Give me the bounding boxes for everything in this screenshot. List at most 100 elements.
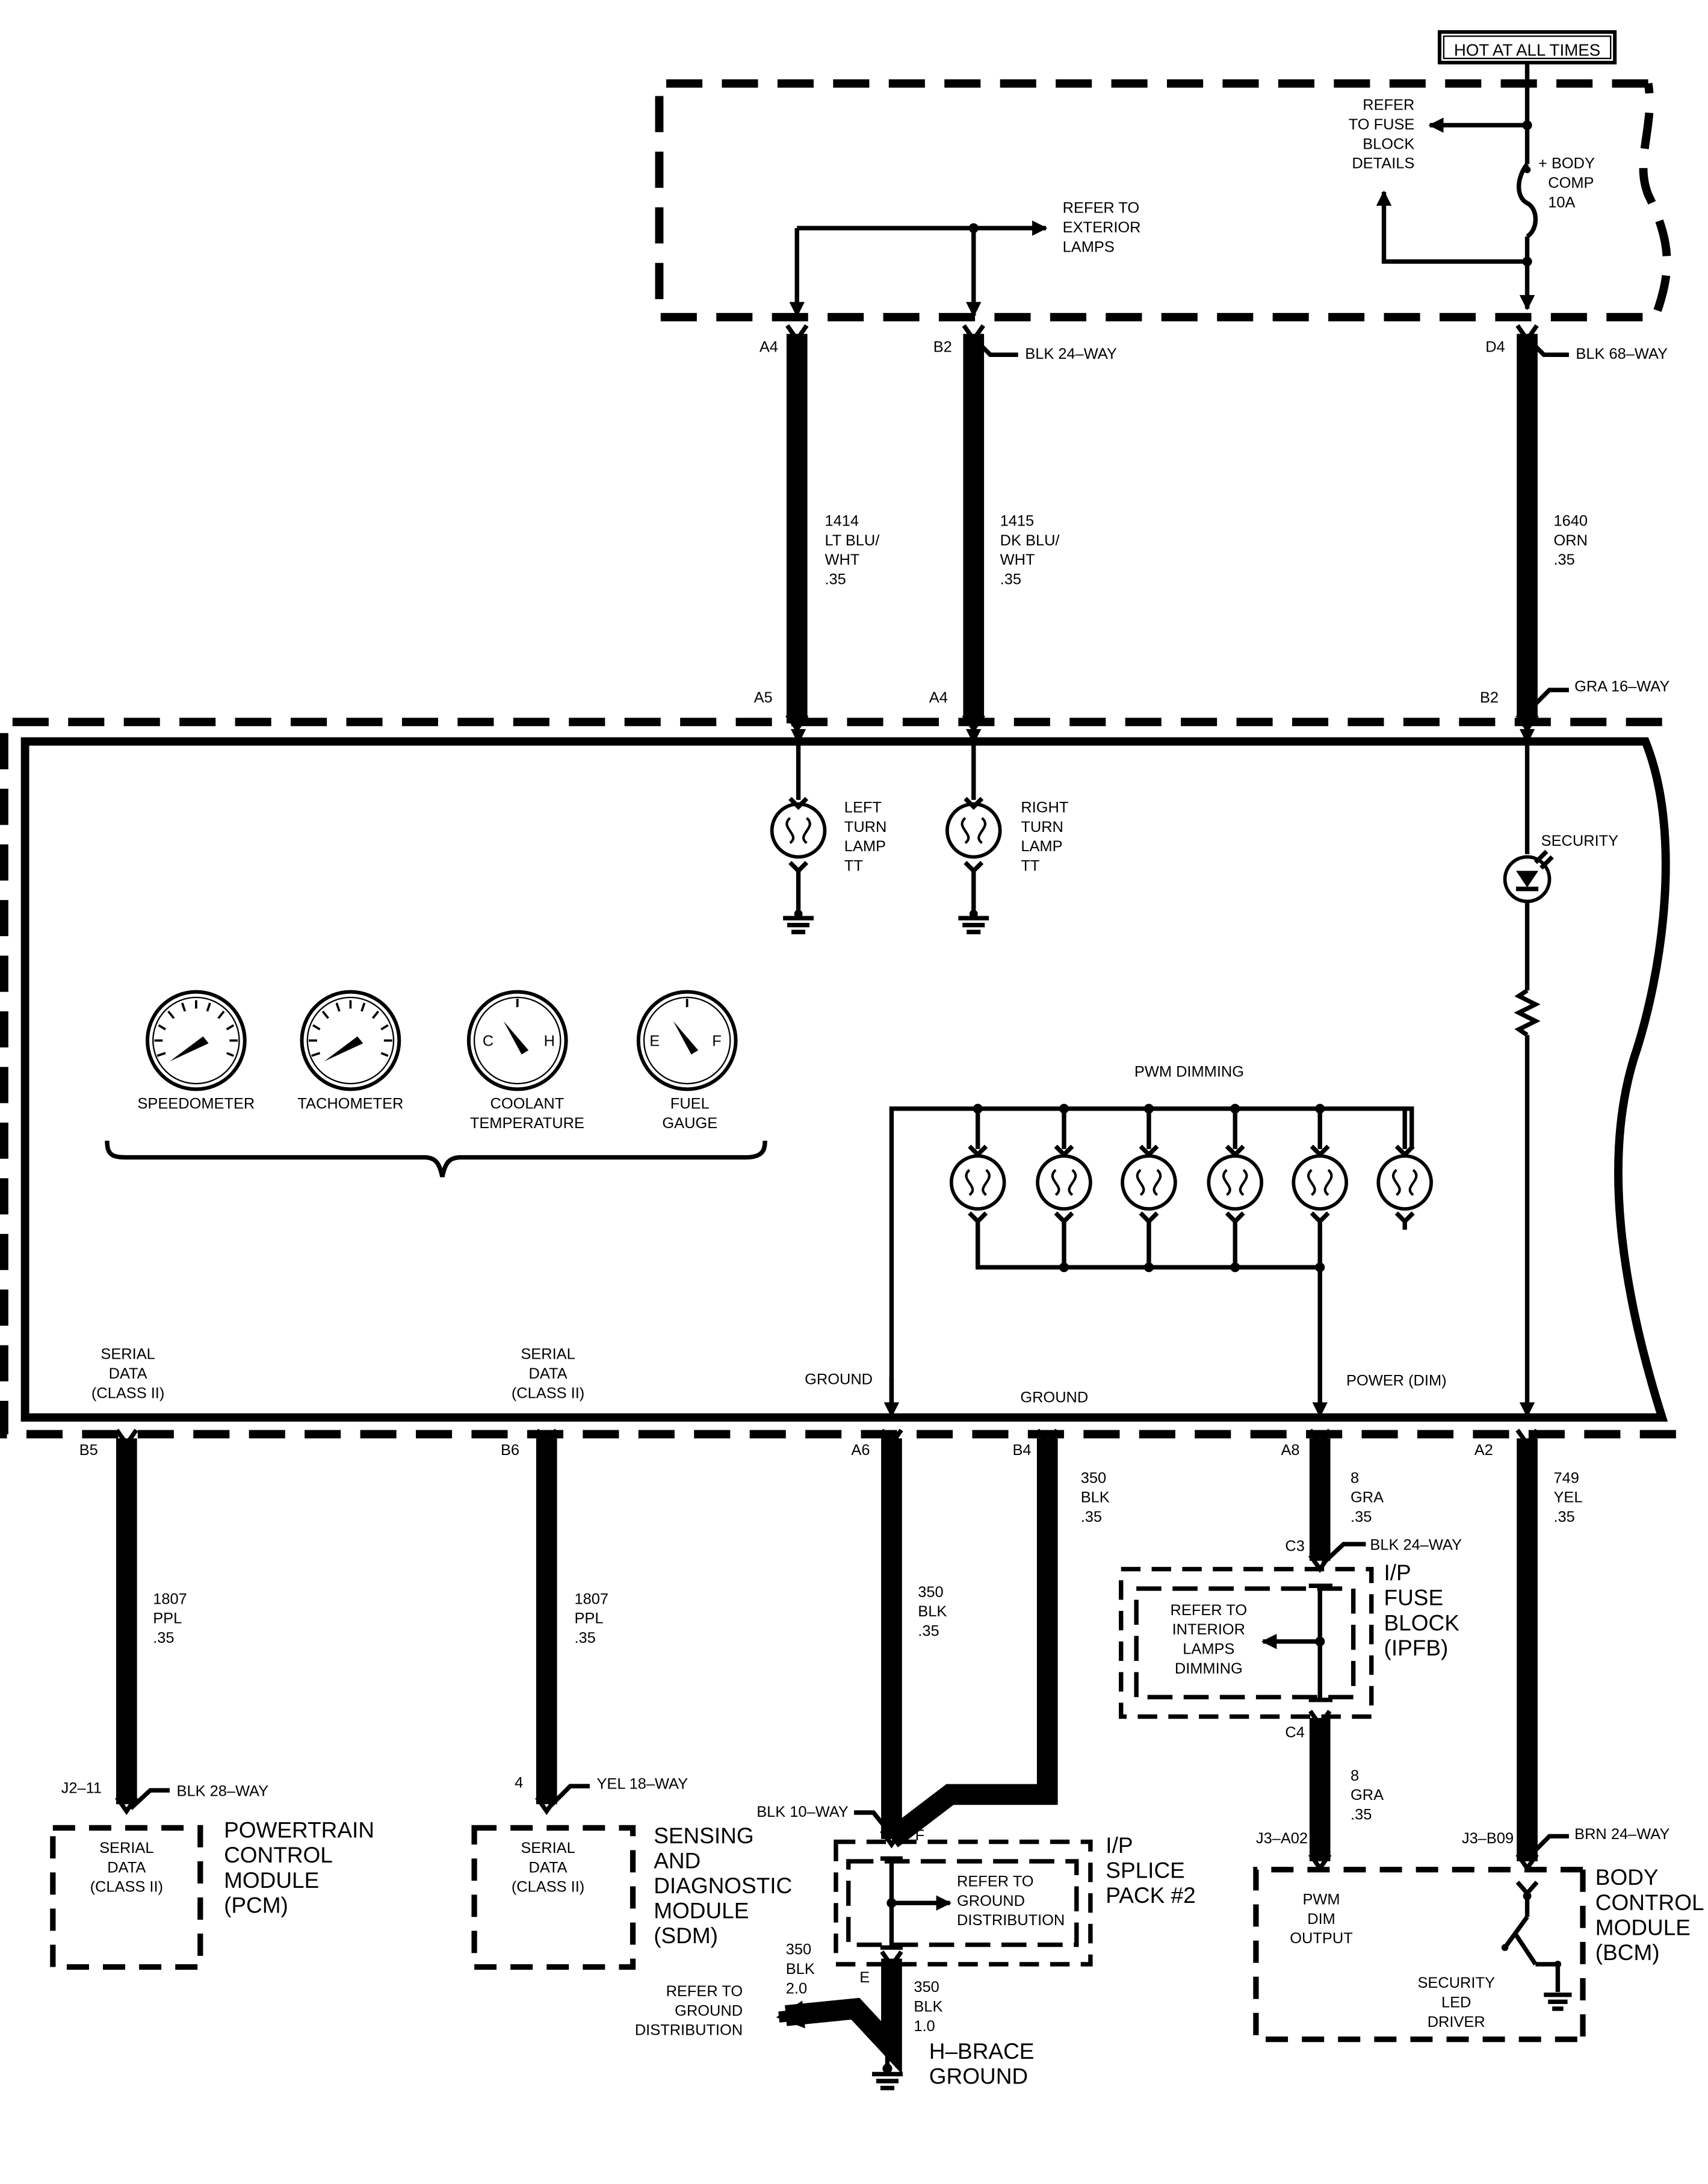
gd-ref-line3: DISTRIBUTION bbox=[635, 2022, 743, 2039]
left-lamp-line2: TURN bbox=[844, 819, 887, 836]
coolant-c-label: C bbox=[483, 1033, 494, 1050]
exterior-ref-line2: EXTERIOR bbox=[1063, 219, 1141, 236]
ipfb-refer-line1: REFER TO bbox=[1171, 1602, 1248, 1619]
conn-blk24-top: BLK 24–WAY bbox=[1025, 346, 1117, 362]
pcm-name-line1: POWERTRAIN bbox=[224, 1818, 374, 1843]
w749-line2: YEL bbox=[1553, 1489, 1582, 1506]
bcm-sec-line1: SECURITY bbox=[1417, 1975, 1495, 1991]
right-turn-lamp bbox=[945, 729, 1002, 934]
right-lamp-line3: LAMP bbox=[1021, 838, 1062, 855]
sdm-pin: 4 bbox=[515, 1774, 523, 1791]
ipfb-box bbox=[1119, 1566, 1374, 1719]
instrument-cluster-outline-dashed bbox=[0, 718, 1676, 1439]
w1640-line1: 1640 bbox=[1553, 512, 1588, 529]
conn-a8: A8 bbox=[1281, 1442, 1300, 1459]
serial2-line1: SERIAL bbox=[521, 1346, 575, 1363]
ground1-label: GROUND bbox=[805, 1371, 873, 1388]
w1640-line3: .35 bbox=[1553, 551, 1574, 568]
conn-b2-cluster: B2 bbox=[1480, 689, 1499, 706]
pcm-box-line1: SERIAL bbox=[99, 1840, 153, 1857]
conn-a4-cluster: A4 bbox=[929, 689, 948, 706]
w350b4-line3: .35 bbox=[1081, 1509, 1102, 1525]
splice-refer-line2: GROUND bbox=[957, 1893, 1025, 1909]
pcm-conn: BLK 28–WAY bbox=[177, 1782, 269, 1799]
pcm-pin: J2–11 bbox=[61, 1780, 102, 1797]
left-lamp-line1: LEFT bbox=[844, 799, 882, 816]
w1414-line2: LT BLU/ bbox=[825, 532, 880, 549]
sdm-name-line3: DIAGNOSTIC bbox=[654, 1873, 792, 1898]
sdm-name-line2: AND bbox=[654, 1848, 701, 1873]
splice-conn: BLK 10–WAY bbox=[757, 1804, 849, 1820]
conn-b4: B4 bbox=[1012, 1442, 1031, 1459]
fuse-name-line1: + BODY bbox=[1538, 155, 1595, 172]
w8a-line1: 8 bbox=[1351, 1469, 1359, 1486]
bcm-name-line1: BODY bbox=[1595, 1865, 1659, 1890]
fuse-name-line3: 10A bbox=[1548, 194, 1575, 211]
conn-a5-cluster: A5 bbox=[754, 689, 773, 706]
splice-pack-box bbox=[834, 1839, 1093, 1967]
hot-at-all-times-box: HOT AT ALL TIMES bbox=[1437, 30, 1617, 64]
sdm-box-line2: DATA bbox=[529, 1859, 568, 1876]
splice-e: E bbox=[859, 1969, 870, 1986]
coolant-temperature-gauge bbox=[466, 990, 568, 1091]
bcm-box bbox=[1253, 1867, 1583, 2043]
pwm-lamp-1 bbox=[949, 1103, 1006, 1268]
w1414-line4: .35 bbox=[825, 571, 846, 588]
w1807a-line2: PPL bbox=[153, 1610, 182, 1627]
w749-line1: 749 bbox=[1553, 1469, 1579, 1486]
pwm-lamp-2 bbox=[1036, 1103, 1092, 1273]
w1807b-line1: 1807 bbox=[574, 1590, 608, 1607]
serial2-line2: DATA bbox=[529, 1365, 568, 1382]
w8a-line3: .35 bbox=[1351, 1509, 1372, 1525]
bcm-name-line3: MODULE bbox=[1595, 1915, 1691, 1940]
speedometer-label: SPEEDOMETER bbox=[137, 1096, 255, 1112]
bcm-pin-b: J3–B09 bbox=[1462, 1830, 1514, 1847]
bcm-pwm-line3: OUTPUT bbox=[1290, 1930, 1352, 1947]
security-indicator-led bbox=[1503, 729, 1554, 1418]
coolant-label-line2: TEMPERATURE bbox=[470, 1115, 584, 1132]
fuse-refer-line3: BLOCK bbox=[1363, 135, 1414, 152]
sdm-name-line1: SENSING bbox=[654, 1823, 753, 1848]
exterior-ref-line1: REFER TO bbox=[1063, 200, 1140, 217]
serial1-line2: DATA bbox=[109, 1365, 147, 1382]
ipfb-refer-line3: LAMPS bbox=[1183, 1641, 1234, 1658]
ipfb-name-line4: (IPFB) bbox=[1384, 1636, 1449, 1660]
right-lamp-line4: TT bbox=[1021, 858, 1039, 875]
pcm-box bbox=[50, 1825, 203, 1970]
gauges-brace bbox=[105, 1140, 767, 1177]
ipfb-name-line1: I/P bbox=[1384, 1560, 1411, 1585]
fuel-e-label: E bbox=[649, 1033, 660, 1050]
serial1-line3: (CLASS II) bbox=[91, 1385, 164, 1401]
w1414-line3: WHT bbox=[825, 551, 859, 568]
splice-name-line1: I/P bbox=[1106, 1833, 1133, 1858]
pcm-name-line3: MODULE bbox=[224, 1868, 319, 1893]
security-label: SECURITY bbox=[1541, 833, 1619, 849]
w1415-line1: 1415 bbox=[1000, 512, 1035, 529]
security-led-driver-switch bbox=[1501, 1881, 1572, 2011]
sdm-conn: YEL 18–WAY bbox=[596, 1776, 688, 1793]
w749-line3: .35 bbox=[1553, 1509, 1574, 1525]
conn-b2-top: B2 bbox=[933, 339, 952, 356]
pwm-dimming-label: PWM DIMMING bbox=[1134, 1064, 1244, 1081]
ipfb-refer-line4: DIMMING bbox=[1175, 1660, 1243, 1677]
bcm-pin-a: J3–A02 bbox=[1256, 1830, 1308, 1847]
bcm-pwm-line2: DIM bbox=[1307, 1911, 1335, 1928]
w350-1-line2: BLK bbox=[914, 1998, 942, 2015]
sdm-box bbox=[471, 1825, 636, 1970]
w1807a-line3: .35 bbox=[153, 1630, 174, 1646]
bcm-pwm-line1: PWM bbox=[1302, 1891, 1340, 1908]
conn-d4-top: D4 bbox=[1485, 339, 1505, 356]
serial2-line3: (CLASS II) bbox=[512, 1385, 584, 1401]
top-heavy-wires bbox=[785, 324, 1539, 733]
instrument-cluster-outline bbox=[20, 737, 1670, 1422]
w1807b-line2: PPL bbox=[574, 1610, 603, 1627]
conn-a4-top: A4 bbox=[760, 339, 778, 356]
sdm-box-line3: (CLASS II) bbox=[512, 1879, 584, 1896]
right-lamp-line1: RIGHT bbox=[1021, 799, 1068, 816]
left-lamp-line3: LAMP bbox=[844, 838, 886, 855]
ipfb-c4: C4 bbox=[1285, 1724, 1304, 1741]
coolant-h-label: H bbox=[544, 1033, 555, 1050]
fuel-label-line2: GAUGE bbox=[662, 1115, 717, 1132]
splice-name-line2: SPLICE bbox=[1106, 1858, 1185, 1883]
